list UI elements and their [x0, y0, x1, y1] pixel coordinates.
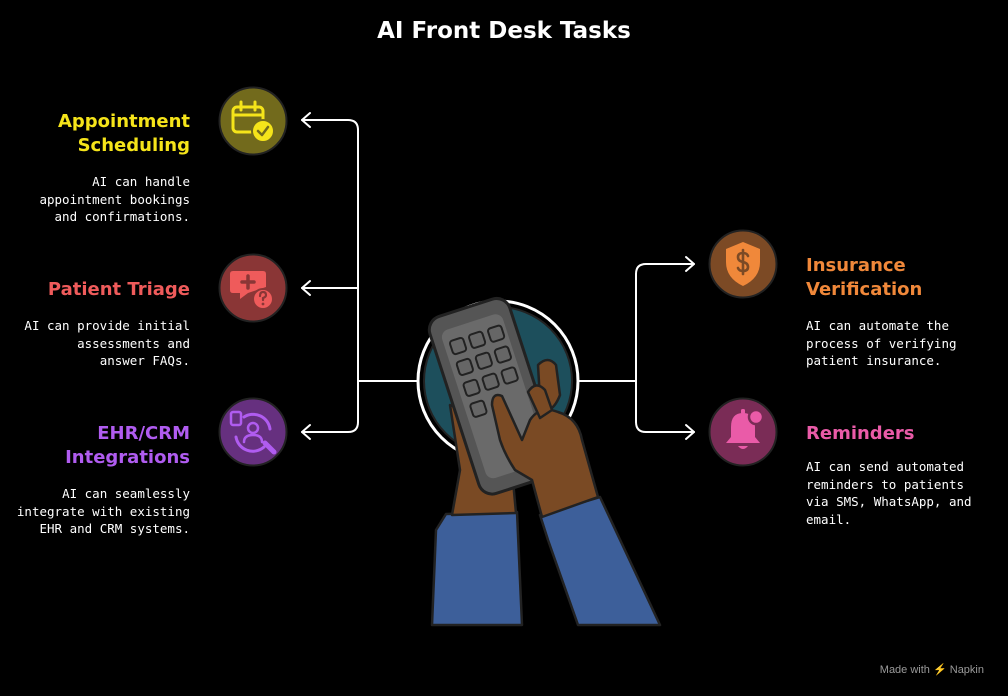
heading-line: Reminders: [806, 423, 915, 444]
patient-triage-heading: Patient Triage: [48, 278, 190, 302]
made-with-label: Made with: [879, 664, 930, 676]
reminders-heading: Reminders: [806, 422, 915, 446]
patient-triage-description: AI can provide initial assessments and a…: [24, 318, 190, 368]
appointment-scheduling-description: AI can handle appointment bookings and c…: [39, 174, 190, 224]
heading-line: Verification: [806, 279, 923, 300]
calendar-check-icon: [218, 86, 288, 156]
page-title: AI Front Desk Tasks: [377, 18, 631, 44]
heading-line: Scheduling: [77, 135, 190, 156]
heading-line: EHR/CRM: [97, 423, 190, 444]
heading-line: Patient Triage: [47, 279, 190, 300]
hand-holding-phone-illustration: [416, 296, 662, 627]
napkin-brand-label: Napkin: [949, 664, 984, 676]
made-with-napkin-footer: Made with ⚡ Napkin: [880, 663, 984, 676]
medical-question-icon: [218, 253, 288, 323]
ehr-crm-integrations-heading: EHR/CRM Integrations: [65, 422, 190, 470]
ehr-crm-integrations-description: AI can seamlessly integrate with existin…: [16, 486, 190, 536]
reminders-description: AI can send automated reminders to patie…: [806, 459, 972, 527]
insurance-verification-description: AI can automate the process of verifying…: [806, 318, 957, 368]
insurance-verification-heading: Insurance Verification: [806, 254, 922, 302]
napkin-logo-icon: ⚡: [932, 664, 947, 676]
appointment-scheduling-heading: Appointment Scheduling: [58, 110, 190, 158]
integration-user-icon: [218, 397, 288, 467]
shield-dollar-icon: [708, 229, 778, 299]
heading-line: Integrations: [65, 447, 190, 468]
heading-line: Insurance: [806, 255, 906, 276]
bell-notification-icon: [708, 397, 778, 467]
heading-line: Appointment: [57, 111, 190, 132]
